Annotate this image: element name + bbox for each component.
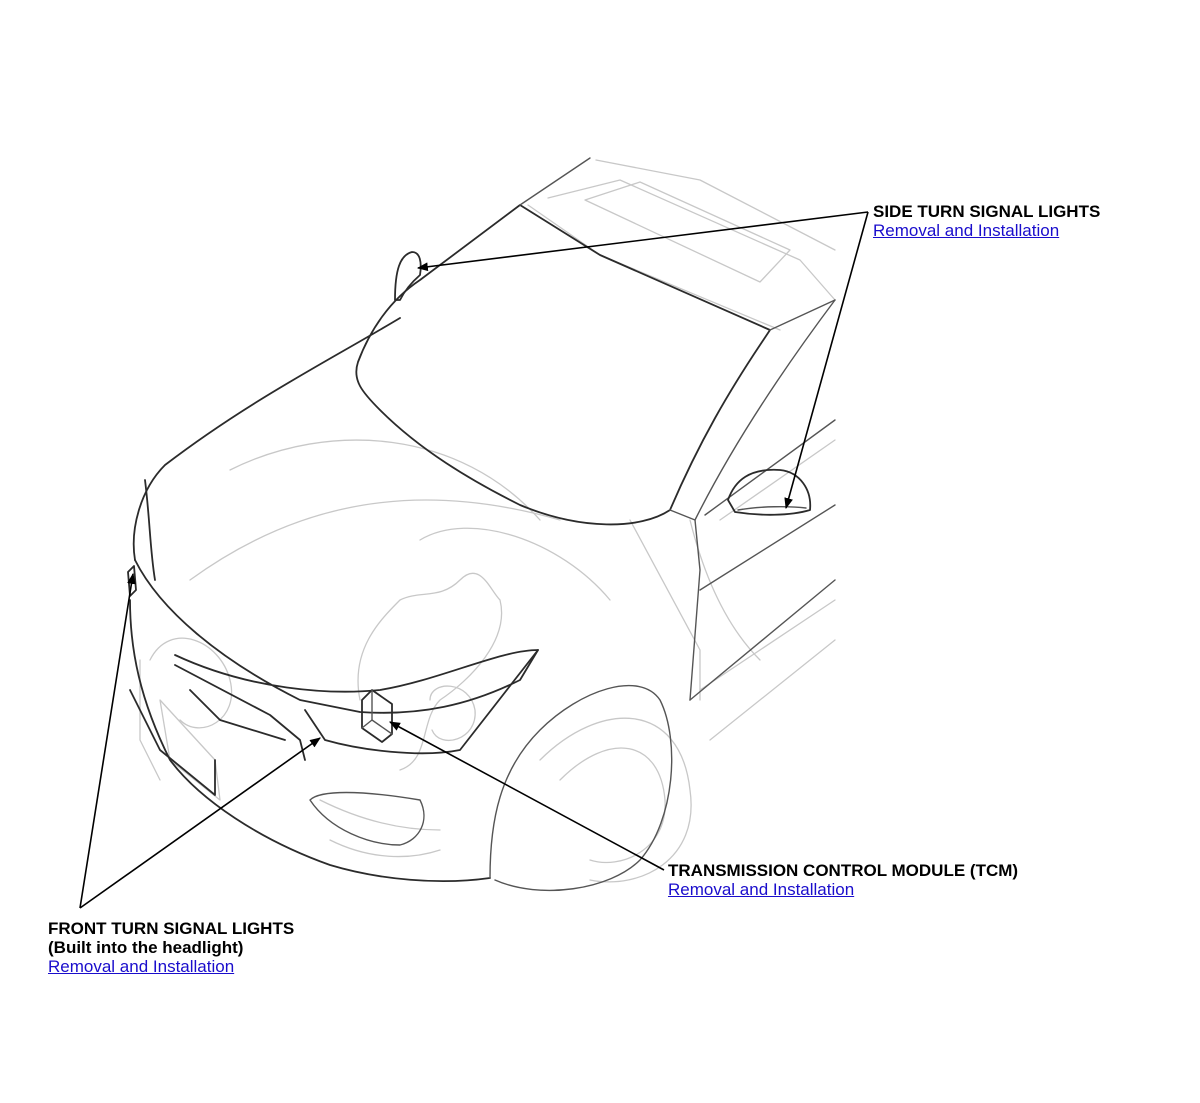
leader-tcm (389, 721, 665, 871)
front-turn-signal-removal-link[interactable]: Removal and Installation (48, 957, 235, 976)
leader-side-right-mirror (784, 211, 869, 510)
leader-front-left (79, 572, 136, 909)
car-outline (127, 157, 836, 892)
side-turn-signal-lights-title: SIDE TURN SIGNAL LIGHTS (873, 202, 1101, 221)
callout-transmission-control-module: TRANSMISSION CONTROL MODULE (TCM) Remova… (668, 861, 1018, 899)
callout-side-turn-signal-lights: SIDE TURN SIGNAL LIGHTS Removal and Inst… (873, 202, 1100, 240)
leader-front-right (79, 737, 321, 909)
callout-front-turn-signal-lights: FRONT TURN SIGNAL LIGHTS (Built into the… (48, 919, 294, 976)
leader-lines (79, 211, 869, 909)
front-turn-signal-lights-subtitle: (Built into the headlight) (48, 938, 244, 957)
side-turn-signal-removal-link[interactable]: Removal and Installation (873, 221, 1060, 240)
tcm-title: TRANSMISSION CONTROL MODULE (TCM) (668, 861, 1019, 880)
front-turn-signal-lights-title: FRONT TURN SIGNAL LIGHTS (48, 919, 295, 938)
leader-side-left-mirror (416, 211, 869, 272)
tcm-removal-link[interactable]: Removal and Installation (668, 880, 855, 899)
car-fine-lines (139, 159, 836, 883)
